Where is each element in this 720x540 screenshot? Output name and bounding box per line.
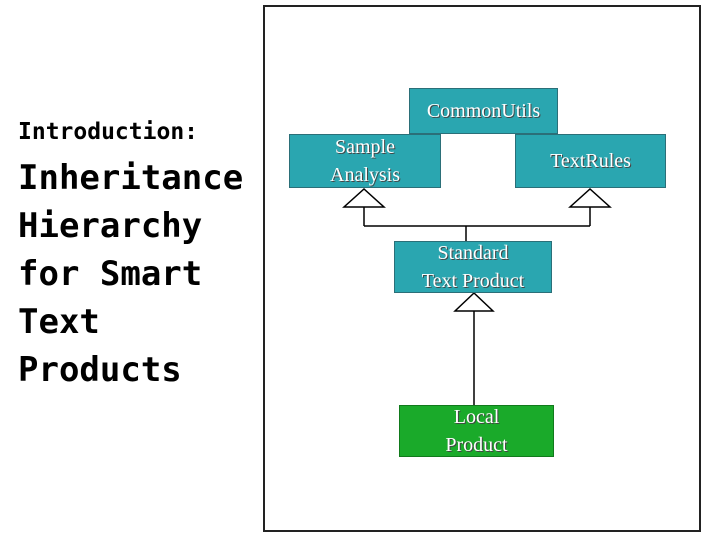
inheritance-arrow-text-rules	[568, 187, 612, 208]
node-local-product: Local Product	[399, 405, 554, 457]
slide-heading: Inheritance Hierarchy for Smart Text Pro…	[18, 158, 244, 390]
intro-label: Introduction:	[18, 119, 199, 145]
node-common-utils: CommonUtils	[409, 88, 558, 134]
slide-title-block: Introduction: Inheritance Hierarchy for …	[18, 116, 268, 394]
node-sample-analysis: Sample Analysis	[289, 134, 441, 188]
diagram-frame	[263, 5, 701, 532]
inheritance-arrow-standard-text-product	[453, 291, 495, 312]
inheritance-arrow-sample-analysis	[342, 187, 386, 208]
node-text-rules: TextRules	[515, 134, 666, 188]
node-standard-text-product: Standard Text Product	[394, 241, 552, 293]
